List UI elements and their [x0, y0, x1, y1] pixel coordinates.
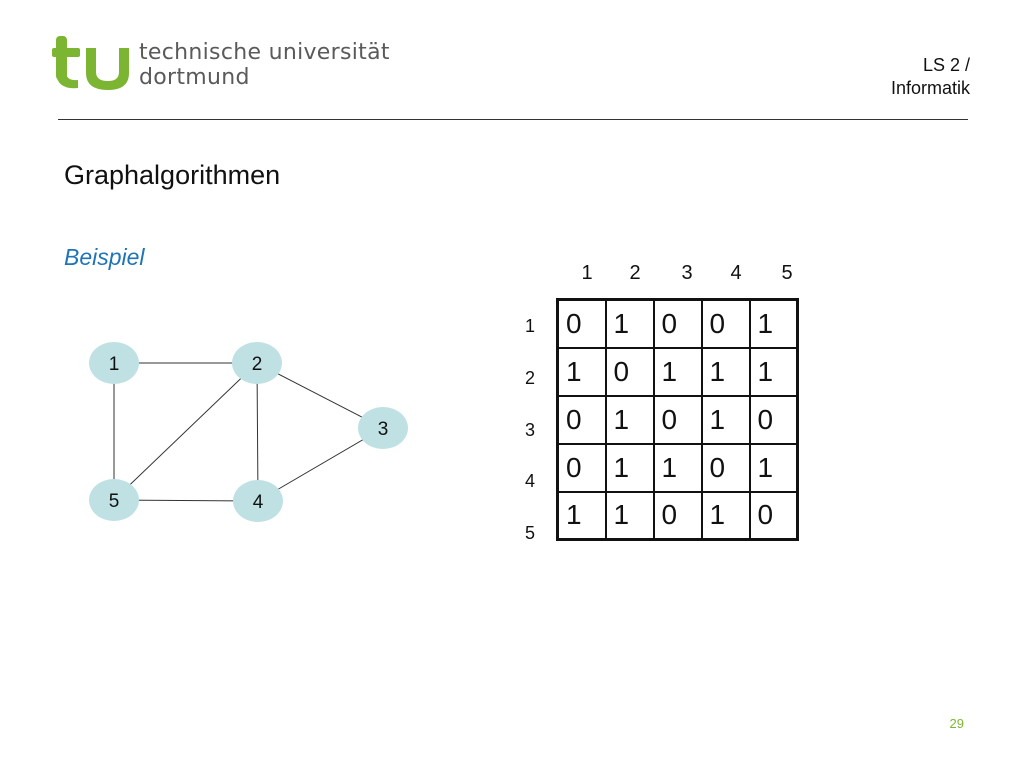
graph-edge-2-5 — [113, 362, 258, 501]
graph-diagram: 1 2 3 4 5 — [89, 342, 408, 522]
graph-node-label: 4 — [253, 492, 264, 513]
matrix-cell: 0 — [556, 394, 607, 445]
graph-node-5: 5 — [89, 479, 139, 521]
graph-node-4: 4 — [233, 480, 283, 522]
matrix-cell: 0 — [700, 442, 751, 493]
graph-node-label: 1 — [109, 354, 120, 375]
matrix-row: 1 1 0 1 0 — [556, 490, 799, 541]
logo-line-1: technische universität — [139, 40, 390, 65]
matrix-row-label: 1 — [524, 316, 535, 336]
matrix-cell: 0 — [748, 394, 799, 445]
matrix-cell: 0 — [556, 442, 607, 493]
slide-title: Graphalgorithmen — [64, 160, 281, 190]
adjacency-matrix: 0 1 0 0 1 1 0 1 1 1 0 1 0 1 0 0 1 1 0 1 … — [556, 298, 799, 541]
matrix-col-label: 5 — [781, 262, 793, 284]
matrix-cell: 0 — [748, 490, 799, 541]
logo-line-2: dortmund — [139, 65, 250, 90]
graph-node-3: 3 — [358, 407, 408, 449]
matrix-row: 0 1 0 0 1 — [556, 298, 799, 349]
matrix-col-label: 4 — [730, 262, 742, 284]
matrix-row-label: 3 — [524, 420, 535, 440]
matrix-cell: 0 — [604, 346, 655, 397]
slide-subtitle: Beispiel — [64, 244, 145, 270]
matrix-row: 0 1 0 1 0 — [556, 394, 799, 445]
matrix-cell: 0 — [652, 394, 703, 445]
graph-edge-3-4 — [257, 427, 384, 502]
matrix-cell: 1 — [652, 442, 703, 493]
matrix-cell: 0 — [556, 298, 607, 349]
matrix-cell: 1 — [604, 298, 655, 349]
chair-line-2: Informatik — [890, 78, 970, 98]
matrix-cell: 1 — [748, 346, 799, 397]
graph-node-1: 1 — [89, 342, 139, 384]
graph-node-label: 2 — [252, 354, 263, 375]
matrix-col-label: 3 — [681, 262, 693, 284]
matrix-cell: 1 — [748, 298, 799, 349]
university-name: technische universität dortmund — [139, 40, 390, 90]
graph-edge-2-4 — [256, 362, 259, 502]
matrix-cell: 1 — [700, 394, 751, 445]
graph-node-label: 5 — [109, 491, 120, 512]
matrix-row: 0 1 1 0 1 — [556, 442, 799, 493]
matrix-cell: 0 — [652, 298, 703, 349]
header-divider — [58, 119, 968, 120]
matrix-row-label: 2 — [524, 368, 535, 388]
chair-line-1: LS 2 / — [922, 55, 970, 75]
matrix-cell: 1 — [604, 394, 655, 445]
matrix-cell: 1 — [700, 490, 751, 541]
matrix-row: 1 0 1 1 1 — [556, 346, 799, 397]
matrix-cell: 1 — [700, 346, 751, 397]
matrix-col-label: 2 — [629, 262, 641, 284]
graph-node-label: 3 — [378, 419, 389, 440]
matrix-cell: 1 — [556, 346, 607, 397]
matrix-cell: 1 — [652, 346, 703, 397]
matrix-row-label: 5 — [524, 523, 535, 543]
matrix-cell: 1 — [556, 490, 607, 541]
matrix-cell: 0 — [652, 490, 703, 541]
graph-node-2: 2 — [232, 342, 282, 384]
tu-logo-icon — [52, 36, 129, 90]
matrix-row-label: 4 — [524, 471, 535, 491]
chair-label: LS 2 / Informatik — [891, 54, 970, 100]
matrix-cell: 0 — [700, 298, 751, 349]
matrix-cell: 1 — [604, 442, 655, 493]
matrix-cell: 1 — [604, 490, 655, 541]
matrix-cell: 1 — [748, 442, 799, 493]
matrix-col-label: 1 — [581, 262, 593, 284]
page-number: 29 — [949, 716, 964, 731]
